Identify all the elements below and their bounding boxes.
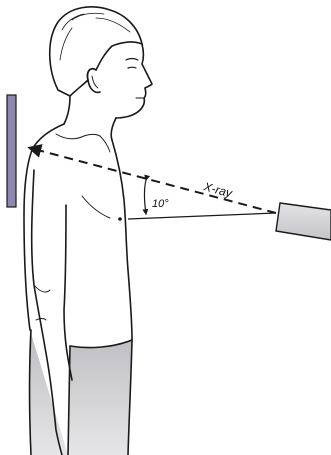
ear [87,69,100,93]
angle-arc [145,180,147,214]
angle-label: 10° [152,198,169,210]
film-plate-icon [7,95,16,207]
shorts [29,330,132,455]
horizontal-reference-line [128,213,276,219]
face-profile [116,44,152,118]
patient-figure [24,7,152,455]
hair [50,7,142,96]
xray-tube-icon [276,203,331,240]
